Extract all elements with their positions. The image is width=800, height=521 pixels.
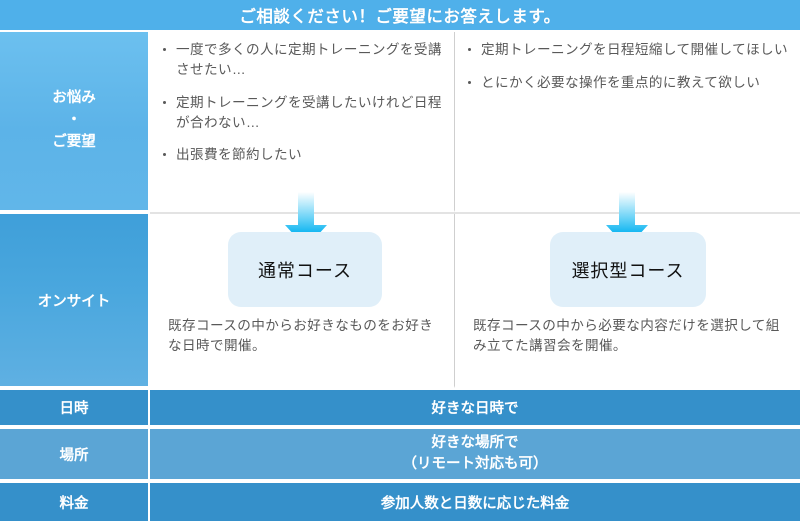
course-description-standard: 既存コースの中からお好きなものをお好きな日時で開催。 xyxy=(168,318,434,354)
row-value-price: 参加人数と日数に応じた料金 xyxy=(150,483,800,521)
row-label-price-text: 料金 xyxy=(59,495,89,512)
troubles-right-list: 定期トレーニングを日程短縮して開催してほしい とにかく必要な操作を重点的に教えて… xyxy=(465,40,790,93)
onsite-left-cell: 通常コース 既存コースの中からお好きなものをお好きな日時で開催。 xyxy=(150,192,455,388)
course-name-standard: 通常コース xyxy=(257,260,353,281)
course-description-selective: 既存コースの中から必要な内容だけを選択して組み立てた講習会を開催。 xyxy=(473,318,780,354)
row-label-when-text: 日時 xyxy=(59,401,89,417)
troubles-left-list: 一度で多くの人に定期トレーニングを受講させたい… 定期トレーニングを受講したいけ… xyxy=(160,40,444,165)
row-value-where-line-1: 好きな場所で xyxy=(431,434,519,451)
row-label-troubles: お悩み ・ ご要望 xyxy=(0,32,150,212)
course-box-selective: 選択型コース xyxy=(550,232,706,307)
row-label-where: 場所 xyxy=(0,429,150,481)
row-label-troubles-line-2: ・ xyxy=(66,112,82,129)
course-box-standard: 通常コース xyxy=(228,232,382,307)
troubles-left-cell: 一度で多くの人に定期トレーニングを受講させたい… 定期トレーニングを受講したいけ… xyxy=(150,32,455,212)
troubles-right-cell: 定期トレーニングを日程短縮して開催してほしい とにかく必要な操作を重点的に教えて… xyxy=(455,32,800,212)
list-item: 一度で多くの人に定期トレーニングを受講させたい… xyxy=(160,40,444,80)
course-name-selective: 選択型コース xyxy=(571,260,685,281)
row-value-when-text: 好きな日時で xyxy=(431,401,519,417)
row-value-when: 好きな日時で xyxy=(150,390,800,427)
row-label-where-text: 場所 xyxy=(59,447,89,464)
row-value-where-text: 好きな場所で （リモート対応も可） xyxy=(403,433,548,475)
onsite-right-cell: 選択型コース 既存コースの中から必要な内容だけを選択して組み立てた講習会を開催。 xyxy=(455,192,800,388)
row-label-when: 日時 xyxy=(0,390,150,427)
section-divider xyxy=(150,212,800,214)
list-item: 定期トレーニングを受講したいけれど日程が合わない… xyxy=(160,93,444,133)
row-value-where-line-2: （リモート対応も可） xyxy=(402,456,548,472)
row-label-onsite: オンサイト xyxy=(0,214,150,388)
header-title: ご相談ください！ご要望にお答えします。 xyxy=(239,8,561,26)
row-value-price-text: 参加人数と日数に応じた料金 xyxy=(380,495,570,512)
row-value-where: 好きな場所で （リモート対応も可） xyxy=(150,429,800,481)
table-header-banner: ご相談ください！ご要望にお答えします。 xyxy=(0,0,800,30)
row-label-troubles-text: お悩み ・ ご要望 xyxy=(52,88,96,153)
row-label-price: 料金 xyxy=(0,483,150,521)
row-label-onsite-text: オンサイト xyxy=(37,293,111,310)
row-label-troubles-line-3: ご要望 xyxy=(52,133,96,150)
list-item: 定期トレーニングを日程短縮して開催してほしい xyxy=(465,40,790,60)
list-item: 出張費を節約したい xyxy=(160,145,444,165)
list-item: とにかく必要な操作を重点的に教えて欲しい xyxy=(465,73,790,93)
row-label-troubles-line-1: お悩み xyxy=(52,90,96,107)
